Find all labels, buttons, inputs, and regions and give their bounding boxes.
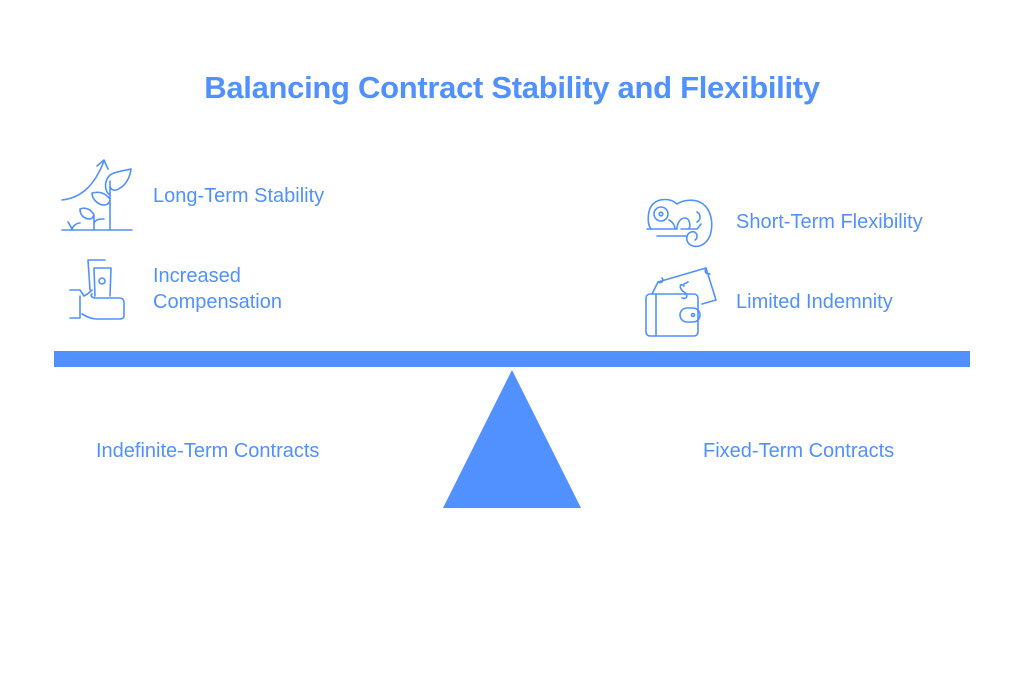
increased-compensation-label-line2: Compensation: [153, 291, 282, 313]
fulcrum-triangle: [443, 370, 581, 515]
balance-beam: [54, 351, 970, 367]
indefinite-term-contracts-label: Indefinite-Term Contracts: [96, 440, 320, 462]
increased-compensation-label: Increased Compensation: [153, 263, 282, 315]
diagram-title: Balancing Contract Stability and Flexibi…: [204, 70, 820, 105]
growing-plant-icon: [60, 157, 134, 233]
wallet-icon: [644, 264, 718, 338]
fixed-term-contracts-label: Fixed-Term Contracts: [703, 440, 895, 462]
chameleon-icon: [645, 196, 717, 250]
short-term-flexibility-label: Short-Term Flexibility: [736, 211, 923, 233]
hand-holding-money-icon: [68, 256, 128, 322]
increased-compensation-label-line1: Increased: [153, 265, 241, 287]
long-term-stability-label: Long-Term Stability: [153, 185, 325, 207]
limited-indemnity-label: Limited Indemnity: [736, 291, 893, 313]
